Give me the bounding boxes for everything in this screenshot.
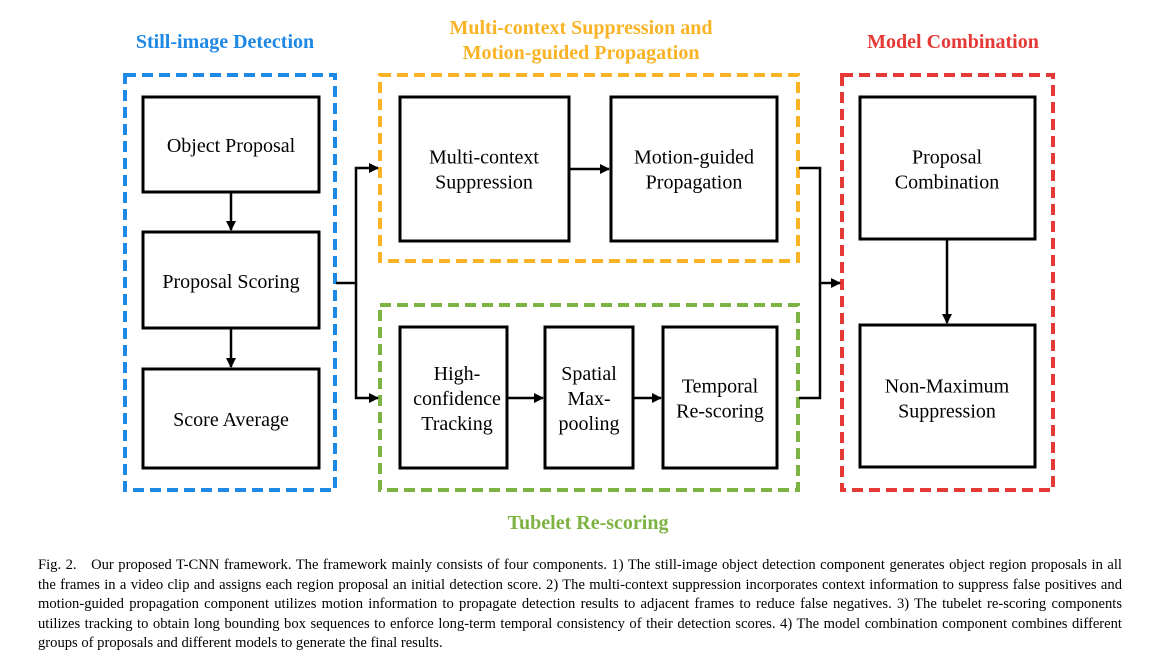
spatial-max-pooling-label-line-1: Spatial — [561, 363, 617, 385]
object-proposal-box — [141, 95, 321, 194]
high-confidence-tracking-label-line-1: High- — [434, 363, 481, 385]
arrow-still-image-to-multi-context — [336, 163, 379, 285]
proposal-scoring-label-line-1: Proposal Scoring — [162, 271, 299, 293]
object-proposal-label: Object Proposal — [167, 135, 296, 157]
high-confidence-tracking-label-line-3: Tracking — [421, 413, 492, 435]
temporal-rescoring-box — [661, 325, 779, 470]
tubelet-rescoring-title: Tubelet Re-scoring — [508, 512, 669, 534]
proposal-combination-label-line-1: Proposal — [912, 147, 982, 169]
spatial-max-pooling-label-line-3: pooling — [558, 413, 619, 435]
non-maximum-suppression-label-line-2: Suppression — [898, 401, 996, 423]
still-image-detection-group — [123, 73, 337, 492]
arrow-multi-context-to-model-combination — [799, 166, 841, 288]
arrow-still-image-to-tubelet — [354, 283, 379, 403]
temporal-rescoring-label-line-2: Re-scoring — [676, 401, 764, 423]
model-combination-title: Model Combination — [867, 31, 1039, 53]
score-average-label-line-1: Score Average — [173, 409, 289, 431]
object-proposal-label-line-1: Object Proposal — [167, 135, 296, 157]
multi-context-suppression-box — [398, 95, 571, 243]
multi-context-suppression-label-line-2: Suppression — [435, 172, 533, 194]
spatial-max-pooling-label-line-2: Max- — [567, 388, 610, 410]
non-maximum-suppression-box — [858, 323, 1037, 469]
figure-label: Fig. 2. — [38, 557, 77, 573]
score-average-box — [141, 367, 321, 470]
multi-context-title-line2: Motion-guided Propagation — [463, 42, 700, 64]
arrow-tubelet-to-model-combination — [799, 283, 822, 400]
proposal-combination-label-line-2: Combination — [895, 172, 999, 194]
motion-guided-propagation-label-line-2: Propagation — [646, 172, 743, 194]
caption-text: Our proposed T-CNN framework. The framew… — [38, 557, 1122, 651]
model-combination-group — [840, 73, 1055, 492]
still-image-detection-title: Still-image Detection — [136, 31, 314, 53]
high-confidence-tracking-label-line-2: confidence — [413, 388, 501, 410]
motion-guided-propagation-label-line-1: Motion-guided — [634, 147, 754, 169]
multi-context-suppression-label-line-1: Multi-context — [429, 147, 539, 169]
temporal-rescoring-label-line-1: Temporal — [682, 376, 759, 398]
tubelet-rescoring-group — [378, 303, 800, 492]
motion-guided-propagation-box — [609, 95, 779, 243]
non-maximum-suppression-label-line-1: Non-Maximum — [885, 376, 1010, 398]
proposal-scoring-label: Proposal Scoring — [162, 271, 299, 293]
spatial-max-pooling-box — [543, 325, 635, 470]
framework-diagram: Still-image Detection Multi-context Supp… — [123, 17, 1055, 534]
multi-context-group — [378, 73, 800, 263]
high-confidence-tracking-box — [398, 325, 509, 470]
score-average-label: Score Average — [173, 409, 289, 431]
multi-context-title-line1: Multi-context Suppression and — [449, 17, 712, 39]
figure-caption: Fig. 2. Our proposed T-CNN framework. Th… — [38, 556, 1122, 654]
